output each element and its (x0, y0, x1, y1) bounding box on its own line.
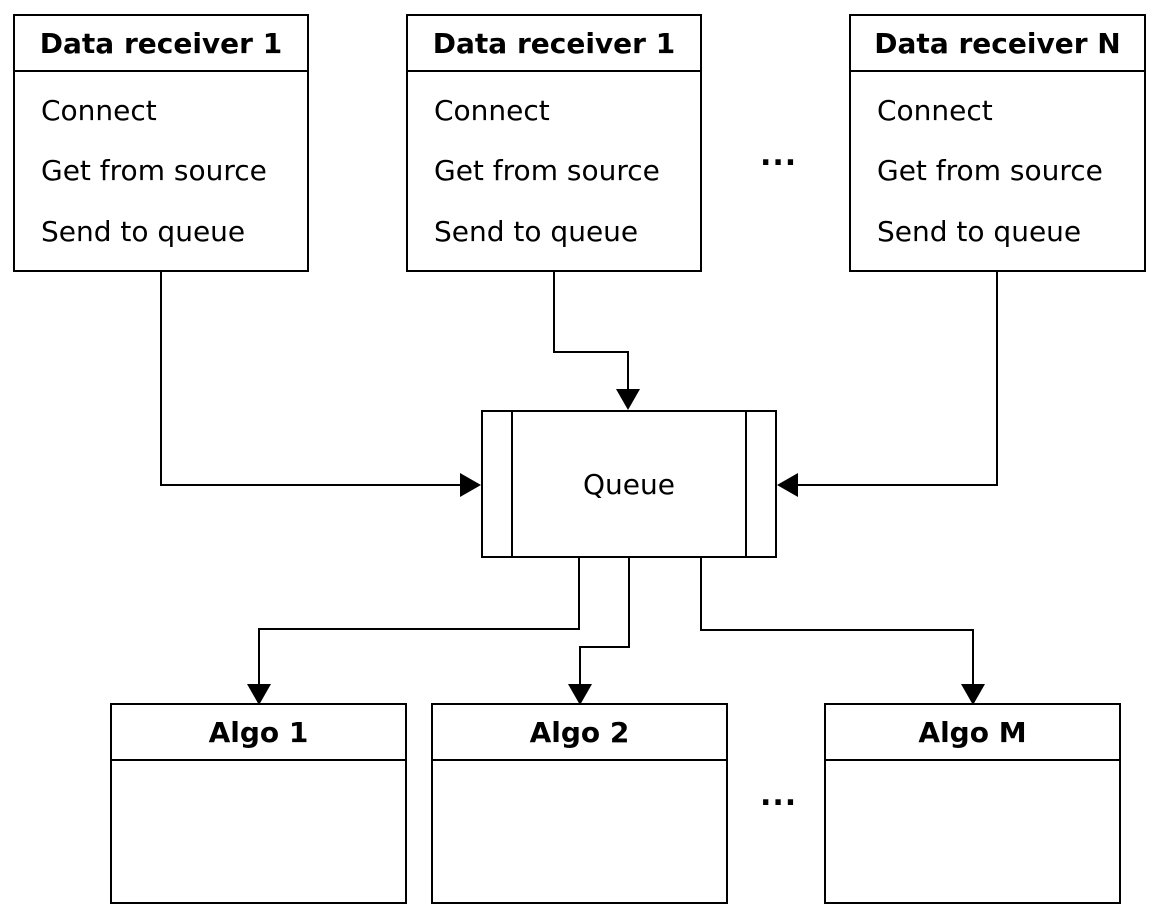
data-receiver-title: Data receiver 1 (408, 16, 700, 72)
arrowhead-algo-2 (568, 684, 592, 705)
algos-ellipsis: ... (760, 778, 798, 813)
connector-receiver-2-to-queue (553, 270, 629, 392)
arrowhead-algo-m (961, 684, 985, 705)
queue-label: Queue (583, 467, 675, 501)
receiver-step-send-to-queue: Send to queue (877, 215, 1082, 248)
connector-receiver-1-to-queue (160, 270, 468, 486)
arrowhead-algo-1 (247, 684, 271, 705)
receiver-step-send-to-queue: Send to queue (41, 215, 246, 248)
algo-box-1: Algo 1 (110, 703, 407, 904)
arrowhead-queue-left (460, 473, 481, 497)
connector-queue-to-algo-m (700, 558, 974, 687)
data-receiver-title: Data receiver N (851, 16, 1144, 72)
connector-queue-to-algo-2 (579, 558, 630, 687)
arrowhead-queue-right (777, 473, 798, 497)
queue-left-divider (511, 412, 513, 556)
receiver-step-connect: Connect (434, 94, 550, 127)
algo-title: Algo 2 (433, 705, 726, 761)
algo-title: Algo 1 (112, 705, 405, 761)
queue-box: Queue (481, 410, 777, 558)
connector-queue-to-algo-1 (258, 558, 580, 687)
receivers-ellipsis: ... (760, 138, 798, 173)
receiver-step-get-from-source: Get from source (434, 154, 660, 187)
data-receiver-box-n: Data receiver N Connect Get from source … (849, 14, 1146, 272)
receiver-step-connect: Connect (877, 94, 993, 127)
algo-box-2: Algo 2 (431, 703, 728, 904)
connector-receiver-n-to-queue (792, 270, 998, 486)
algo-title: Algo M (826, 705, 1119, 761)
algo-box-m: Algo M (824, 703, 1121, 904)
data-receiver-box-2: Data receiver 1 Connect Get from source … (406, 14, 702, 272)
queue-right-divider (745, 412, 747, 556)
arrowhead-queue-top (616, 389, 640, 410)
data-receiver-box-1: Data receiver 1 Connect Get from source … (13, 14, 309, 272)
receiver-step-get-from-source: Get from source (877, 154, 1103, 187)
data-receiver-title: Data receiver 1 (15, 16, 307, 72)
receiver-step-send-to-queue: Send to queue (434, 215, 639, 248)
receiver-step-get-from-source: Get from source (41, 154, 267, 187)
receiver-step-connect: Connect (41, 94, 157, 127)
